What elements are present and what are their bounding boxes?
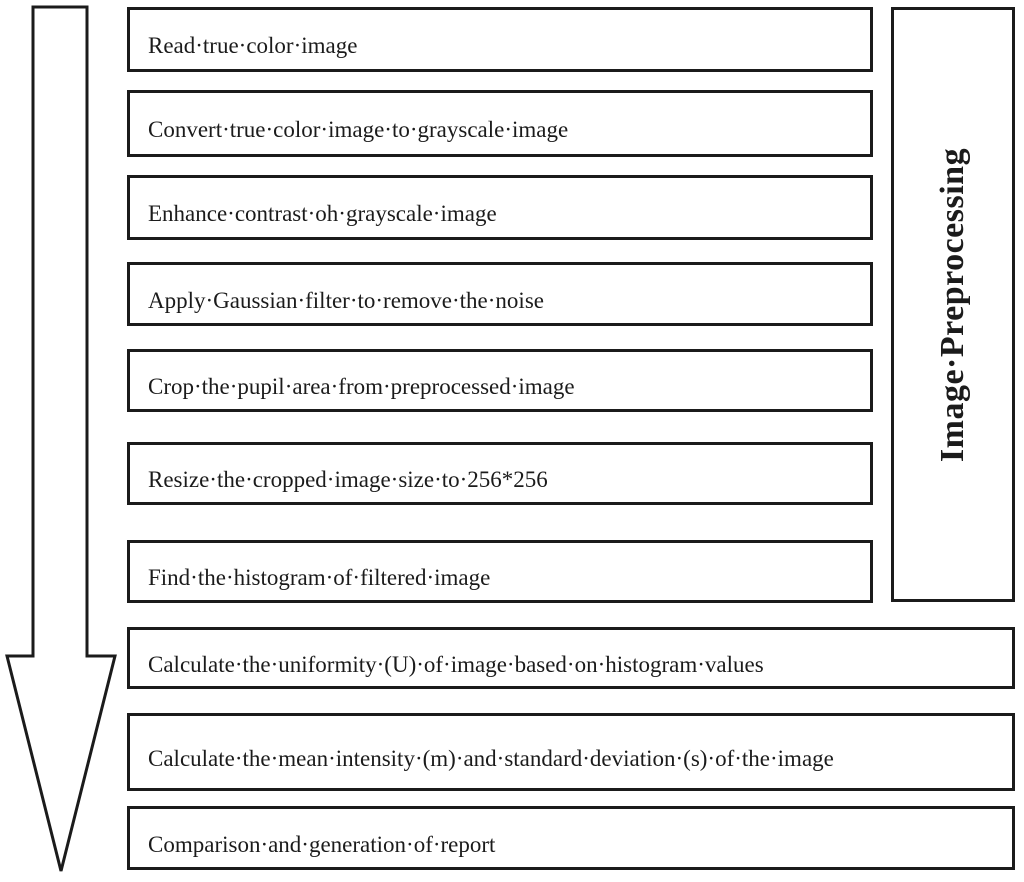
down-arrow-icon	[5, 5, 117, 872]
step-box-10: Comparison·and·generation·of·report	[127, 806, 1015, 870]
step-label: Convert·true·color·image·to·grayscale·im…	[148, 117, 569, 142]
step-label: Enhance·contrast·oh·grayscale·image	[148, 201, 497, 226]
step-box-3: Enhance·contrast·oh·grayscale·image	[127, 175, 873, 240]
step-label: Calculate·the·uniformity·(U)·of·image·ba…	[148, 651, 764, 677]
group-label: Image·Preprocessing	[934, 147, 971, 462]
step-box-4: Apply·Gaussian·filter·to·remove·the·nois…	[127, 262, 873, 326]
step-box-9: Calculate·the·mean·intensity·(m)·and·sta…	[127, 713, 1015, 791]
step-label: Calculate·the·mean·intensity·(m)·and·sta…	[148, 745, 834, 771]
step-box-5: Crop·the·pupil·area·from·preprocessed·im…	[127, 349, 873, 412]
step-label: Read·true·color·image	[148, 33, 358, 58]
step-box-1: Read·true·color·image	[127, 7, 873, 72]
step-label: Comparison·and·generation·of·report	[148, 831, 496, 857]
image-preprocessing-group-box: Image·Preprocessing	[891, 7, 1015, 602]
step-label: Find·the·histogram·of·filtered·image	[148, 565, 491, 590]
step-box-8: Calculate·the·uniformity·(U)·of·image·ba…	[127, 627, 1015, 689]
step-box-7: Find·the·histogram·of·filtered·image	[127, 540, 873, 603]
step-box-6: Resize·the·cropped·image·size·to·256*256	[127, 442, 873, 505]
step-label: Apply·Gaussian·filter·to·remove·the·nois…	[148, 287, 544, 313]
down-arrow-shape	[5, 5, 117, 872]
step-label: Resize·the·cropped·image·size·to·256*256	[148, 467, 548, 492]
step-label: Crop·the·pupil·area·from·preprocessed·im…	[148, 374, 575, 399]
step-box-2: Convert·true·color·image·to·grayscale·im…	[127, 90, 873, 157]
